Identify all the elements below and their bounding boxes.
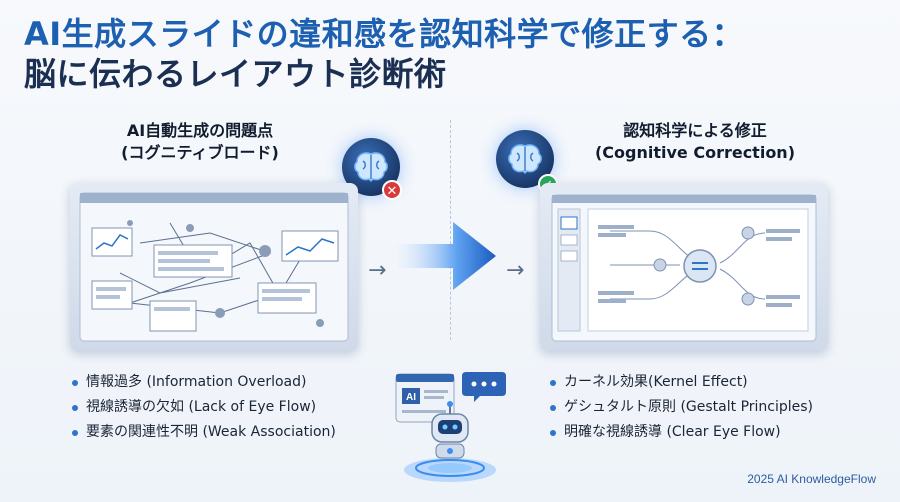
transform-arrow-icon — [398, 222, 496, 290]
left-heading: AI自動生成の問題点 (コグニティブロード) — [70, 120, 330, 164]
organized-slide-panel — [540, 183, 828, 351]
brain-icon — [508, 144, 542, 175]
left-heading-line2: (コグニティブロード) — [121, 143, 279, 162]
page-title: AI生成スライドの違和感を認知科学で修正する： 脳に伝わるレイアウト診断術 — [24, 14, 884, 94]
cluttered-slide-illustration — [79, 192, 349, 342]
title-line2: 脳に伝わるレイアウト診断術 — [24, 55, 447, 93]
title-line1: AI生成スライドの違和感を認知科学で修正する： — [24, 15, 745, 53]
organized-slide-illustration — [551, 194, 817, 342]
left-bullet-list: 情報過多 (Information Overload) 視線誘導の欠如 (Lac… — [70, 370, 390, 445]
list-item: 情報過多 (Information Overload) — [70, 370, 390, 395]
arrow-right-icon: → — [368, 258, 387, 283]
arrow-right-icon: → — [506, 258, 525, 283]
left-heading-line1: AI自動生成の問題点 — [126, 121, 274, 140]
right-bullet-list: カーネル効果(Kernel Effect) ゲシュタルト原則 (Gestalt … — [548, 370, 878, 445]
right-heading: 認知科学による修正 (Cognitive Correction) — [555, 120, 835, 164]
list-item: 視線誘導の欠如 (Lack of Eye Flow) — [70, 395, 390, 420]
list-item: 要素の関連性不明 (Weak Association) — [70, 420, 390, 445]
footer-credit: 2025 AI KnowledgeFlow — [747, 472, 876, 486]
center-divider — [450, 120, 451, 340]
right-heading-line2: (Cognitive Correction) — [594, 143, 796, 162]
ai-label: AI — [406, 392, 416, 403]
list-item: カーネル効果(Kernel Effect) — [548, 370, 878, 395]
right-heading-line1: 認知科学による修正 — [623, 121, 767, 140]
x-icon: ✕ — [382, 180, 402, 200]
cluttered-slide-panel — [70, 183, 358, 351]
brain-icon — [354, 152, 388, 183]
list-item: 明確な視線誘導 (Clear Eye Flow) — [548, 420, 878, 445]
ai-robot-illustration: AI — [395, 372, 506, 482]
list-item: ゲシュタルト原則 (Gestalt Principles) — [548, 395, 878, 420]
